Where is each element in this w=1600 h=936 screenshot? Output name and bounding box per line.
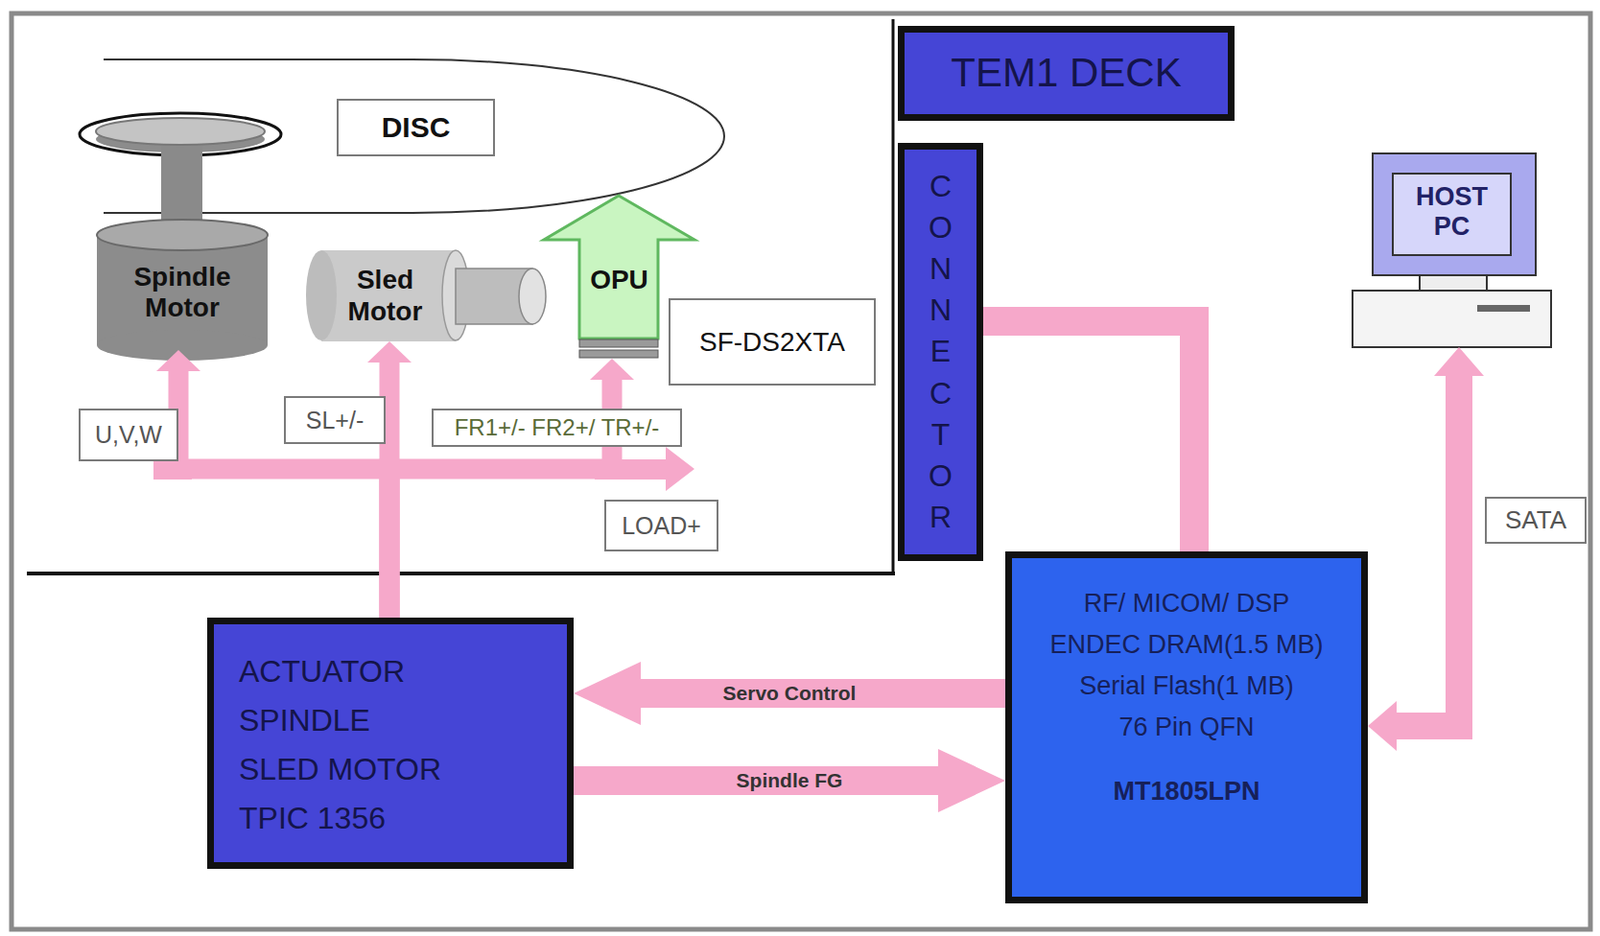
title-box: TEM1 DECK <box>897 25 1235 121</box>
arrow-shaft <box>178 370 390 618</box>
sled-shaft <box>518 268 546 325</box>
signal-name: SATA <box>1484 496 1587 544</box>
node-text: Sled Motor <box>325 264 446 327</box>
opu-base <box>579 339 659 348</box>
monitor <box>1372 153 1536 276</box>
spindle-motor: Spindle Motor <box>96 235 268 351</box>
outer-frame <box>11 13 1591 930</box>
signal-arrow <box>983 321 1195 552</box>
signal-arrow <box>389 358 635 618</box>
sled-body <box>321 250 456 342</box>
signal-name: FR1+/- FR2+/ TR+/- <box>431 408 683 448</box>
soc-box: RF/ MICOM/ DSPENDEC DRAM(1.5 MB)Serial F… <box>1005 551 1368 904</box>
arrow-shaft <box>1395 375 1459 727</box>
part-name: SF-DS2XTA <box>668 298 876 386</box>
node-text: TEM1 DECK <box>950 49 1181 96</box>
arrow-head <box>367 341 412 363</box>
arrow-head <box>938 749 1006 813</box>
signal-arrow <box>156 350 390 618</box>
signal-arrow <box>573 749 1006 813</box>
node-text: 76 Pin QFN <box>1118 706 1254 749</box>
arrow-head <box>1367 701 1397 752</box>
node-text: SPINDLE <box>238 696 544 746</box>
signal-arrow <box>573 661 1006 726</box>
node-text: RF/ MICOM/ DSP <box>1083 583 1291 625</box>
node-text: Serial Flash(1 MB) <box>1079 665 1295 707</box>
sled-motor: Sled Motor <box>305 250 465 342</box>
load-arrow <box>665 447 695 492</box>
arrow-head <box>573 661 641 726</box>
node-text: Spindle Motor <box>114 261 251 324</box>
spindle-body <box>96 219 268 251</box>
deck-border <box>892 19 895 574</box>
node-text: MT1805LPN <box>1112 771 1260 813</box>
node-text: ACTUATOR <box>238 647 544 697</box>
opu-base <box>579 350 659 358</box>
deck-border <box>26 571 895 576</box>
pc-case <box>1352 290 1552 348</box>
connector-box: CONNECTOR <box>897 142 984 562</box>
driver-ic-box: ACTUATORSPINDLESLED MOTORTPIC 1356 <box>207 617 574 870</box>
signal-name: SL+/- <box>283 396 386 445</box>
node-text: HOST PC <box>1400 182 1504 242</box>
monitor-stand <box>1419 275 1487 291</box>
part-name: DISC <box>336 98 495 157</box>
signal-arrow <box>1367 347 1484 752</box>
edge-label: Servo Control <box>720 681 860 706</box>
arrow-shaft <box>639 679 1006 708</box>
arrow-shaft <box>573 766 940 796</box>
signal-name: LOAD+ <box>604 499 719 552</box>
edge-label: Spindle FG <box>733 768 847 794</box>
signal-name: U,V,W <box>78 408 179 462</box>
arrow-shaft <box>983 321 1195 552</box>
spindle-body <box>96 235 268 346</box>
monitor-screen <box>1392 173 1511 256</box>
node-text: ENDEC DRAM(1.5 MB) <box>1049 624 1323 666</box>
arrow-head <box>1434 347 1484 377</box>
sled-body <box>305 250 337 341</box>
spindle-platter <box>95 117 265 145</box>
node-text: OPU <box>589 264 649 296</box>
arrow-head <box>589 358 635 380</box>
arrow-head <box>156 350 201 372</box>
host-pc: HOST PC <box>1352 153 1552 348</box>
node-text: SLED MOTOR <box>238 745 544 795</box>
node-text: CONNECTOR <box>925 165 957 540</box>
node-text: TPIC 1356 <box>238 794 544 844</box>
drive-slot <box>1477 305 1530 312</box>
